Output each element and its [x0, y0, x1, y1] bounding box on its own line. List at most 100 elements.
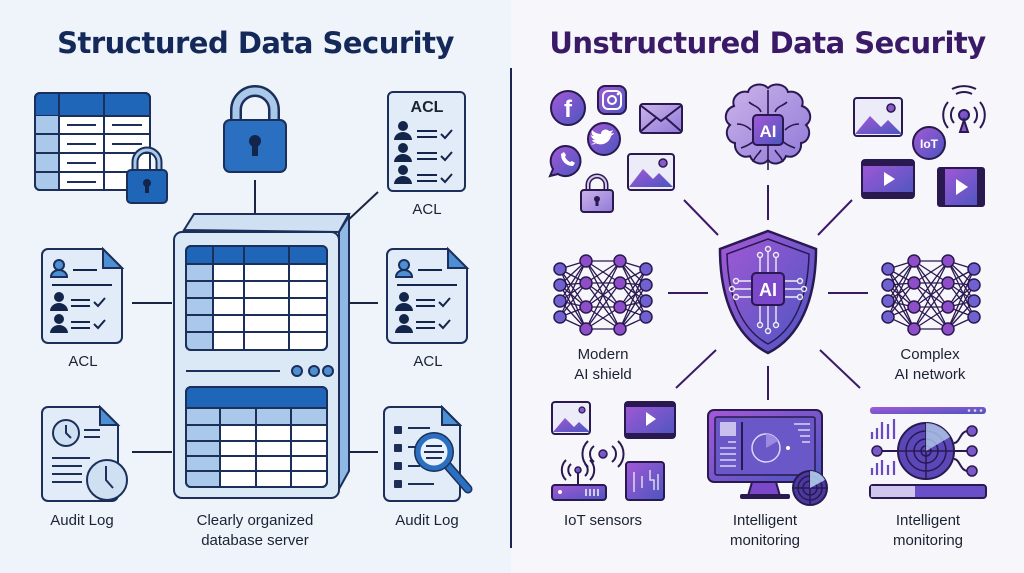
network-node — [881, 294, 895, 308]
iot-badge-icon: IoT — [912, 126, 946, 160]
network-node — [579, 254, 593, 268]
small-lock-icon — [580, 173, 614, 213]
unstructured-title: Unstructured Data Security — [549, 26, 986, 60]
acl-left-caption: ACL — [68, 353, 98, 370]
network-node — [639, 262, 653, 276]
facebook-icon: f — [550, 90, 586, 126]
audit-log-left-caption: Audit Log — [50, 512, 114, 529]
network-node — [639, 278, 653, 292]
network-edge — [947, 260, 975, 302]
network-node — [967, 262, 981, 276]
acl-right-document-icon — [386, 246, 470, 344]
network-edge — [887, 260, 915, 302]
network-edge — [559, 284, 587, 330]
server-caption-line1: Clearly organized — [196, 512, 314, 529]
network-node — [907, 254, 921, 268]
neural-network-right-icon — [881, 254, 981, 336]
ai-shield-icon: AI — [718, 229, 818, 355]
audit-log-right-caption: Audit Log — [395, 512, 459, 529]
image-icon-2 — [853, 97, 903, 137]
network-edge — [585, 260, 621, 308]
network-node — [941, 322, 955, 336]
acl-document-icon — [387, 91, 466, 192]
iot-badge-text: IoT — [920, 137, 939, 151]
network-edge — [559, 260, 587, 302]
network-node — [941, 300, 955, 314]
antenna-icon — [942, 85, 986, 133]
left-network-caption-line2: AI shield — [574, 366, 632, 383]
monitor-caption-line1: Intelligent — [732, 512, 798, 529]
network-node — [579, 300, 593, 314]
ai-brain-icon: AI — [724, 83, 812, 170]
audit-log-clock-icon — [41, 404, 128, 502]
network-node — [553, 294, 567, 308]
network-node — [613, 254, 627, 268]
left-network-caption-line1: Modern — [577, 346, 629, 363]
social-media-cluster: f — [548, 85, 683, 213]
dashboard-caption-line2: monitoring — [892, 532, 964, 549]
network-node — [907, 276, 921, 290]
acl-left-document-icon — [41, 246, 125, 344]
acl-right-caption: ACL — [413, 353, 443, 370]
acl-top-badge: ACL — [410, 99, 444, 116]
network-node — [967, 278, 981, 292]
whatsapp-icon — [548, 144, 582, 178]
dashboard-caption-line1: Intelligent — [895, 512, 961, 529]
network-node — [881, 262, 895, 276]
network-edge — [947, 284, 975, 330]
image-icon — [627, 153, 675, 191]
structured-connectors — [132, 180, 379, 453]
network-node — [881, 310, 895, 324]
network-edge — [913, 260, 949, 308]
instagram-icon — [597, 85, 627, 115]
network-edge — [619, 260, 647, 302]
network-node — [941, 276, 955, 290]
iot-sensors-icon — [551, 401, 676, 501]
network-edge — [585, 260, 621, 330]
svg-text:f: f — [564, 96, 573, 123]
network-node — [639, 294, 653, 308]
network-edge — [585, 282, 621, 330]
network-node — [907, 300, 921, 314]
locked-table-icon — [34, 92, 168, 204]
acl-top-caption: ACL — [412, 201, 442, 218]
network-node — [639, 310, 653, 324]
network-node — [613, 276, 627, 290]
network-edge — [913, 260, 949, 330]
network-edge — [619, 284, 647, 330]
network-node — [907, 322, 921, 336]
monitor-caption-line2: monitoring — [729, 532, 801, 549]
network-node — [613, 322, 627, 336]
network-node — [553, 310, 567, 324]
network-edge — [887, 284, 915, 330]
network-node — [881, 278, 895, 292]
network-edge — [559, 282, 587, 318]
network-node — [553, 262, 567, 276]
database-server-icon — [173, 212, 351, 499]
padlock-icon — [223, 85, 287, 173]
server-caption-line2: database server — [201, 532, 309, 549]
twitter-icon — [587, 122, 621, 156]
network-node — [553, 278, 567, 292]
network-node — [613, 300, 627, 314]
network-edge — [887, 282, 915, 318]
network-edge — [619, 268, 647, 330]
neural-network-left-icon — [553, 254, 653, 336]
right-network-caption-line1: Complex — [900, 346, 960, 363]
iot-sensors-caption: IoT sensors — [563, 512, 643, 529]
network-edge — [913, 282, 949, 330]
video-icon — [861, 159, 915, 199]
structured-title: Structured Data Security — [57, 26, 454, 60]
network-edge — [559, 260, 587, 318]
network-edge — [887, 260, 915, 318]
monitoring-dashboard-icon — [869, 407, 987, 499]
film-icon — [937, 167, 985, 207]
shield-ai-badge: AI — [759, 280, 777, 300]
panel-divider — [510, 68, 512, 548]
network-node — [967, 294, 981, 308]
network-edge — [947, 268, 975, 308]
network-node — [579, 322, 593, 336]
media-iot-cluster: IoT — [853, 85, 986, 207]
network-edge — [619, 268, 647, 308]
